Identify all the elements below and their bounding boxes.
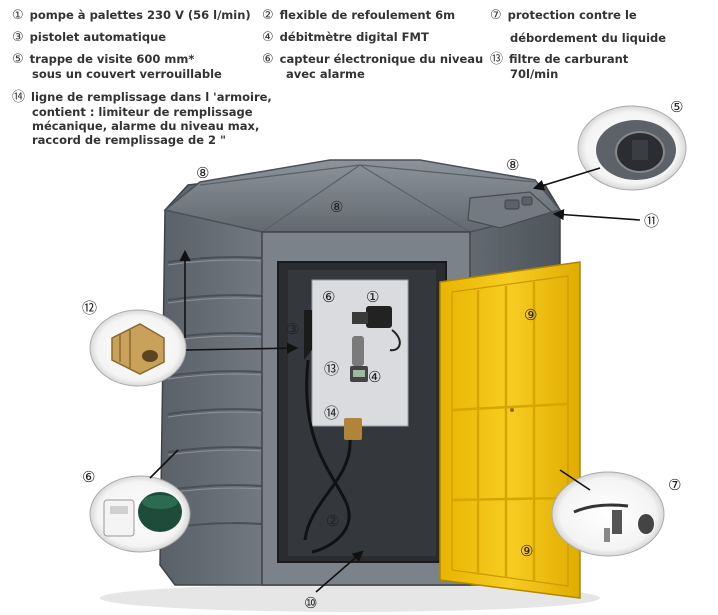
callout-6: ⑥	[82, 468, 95, 486]
nozzle	[304, 310, 312, 360]
part-label-9b: ⑨	[520, 542, 533, 560]
part-label-1: ①	[366, 288, 379, 306]
hose	[303, 359, 352, 554]
callout-12: ⑫	[82, 299, 97, 317]
tank-roof	[163, 159, 562, 233]
part-label-2: ②	[326, 512, 339, 530]
part-label-14: ⑭	[324, 404, 339, 422]
bubble-manhole	[577, 105, 687, 191]
callout-5: ⑤	[670, 98, 683, 116]
part-label-4: ④	[368, 368, 381, 386]
part-label-13: ⑬	[324, 360, 339, 378]
part-label-9a: ⑨	[524, 306, 537, 324]
callout-7: ⑦	[668, 476, 681, 494]
bubble-level-sensor	[89, 475, 191, 553]
pump	[366, 306, 392, 328]
bubble-fitting	[89, 309, 187, 387]
bubble-overfill-protection	[551, 471, 665, 557]
callout-10: ⑩	[304, 594, 317, 612]
callout-8c: ⑧	[330, 198, 343, 216]
filter	[352, 336, 364, 366]
callout-8a: ⑧	[196, 164, 209, 182]
callout-11: ⑪	[644, 212, 659, 230]
part-label-3: ③	[286, 320, 299, 338]
fill-line	[344, 418, 362, 440]
part-label-6: ⑥	[322, 288, 335, 306]
ground-shadow	[100, 584, 600, 612]
cabinet-door	[439, 261, 581, 599]
callout-8b: ⑧	[506, 156, 519, 174]
leader-arrows	[149, 167, 641, 593]
cabinet-frame	[261, 231, 471, 586]
